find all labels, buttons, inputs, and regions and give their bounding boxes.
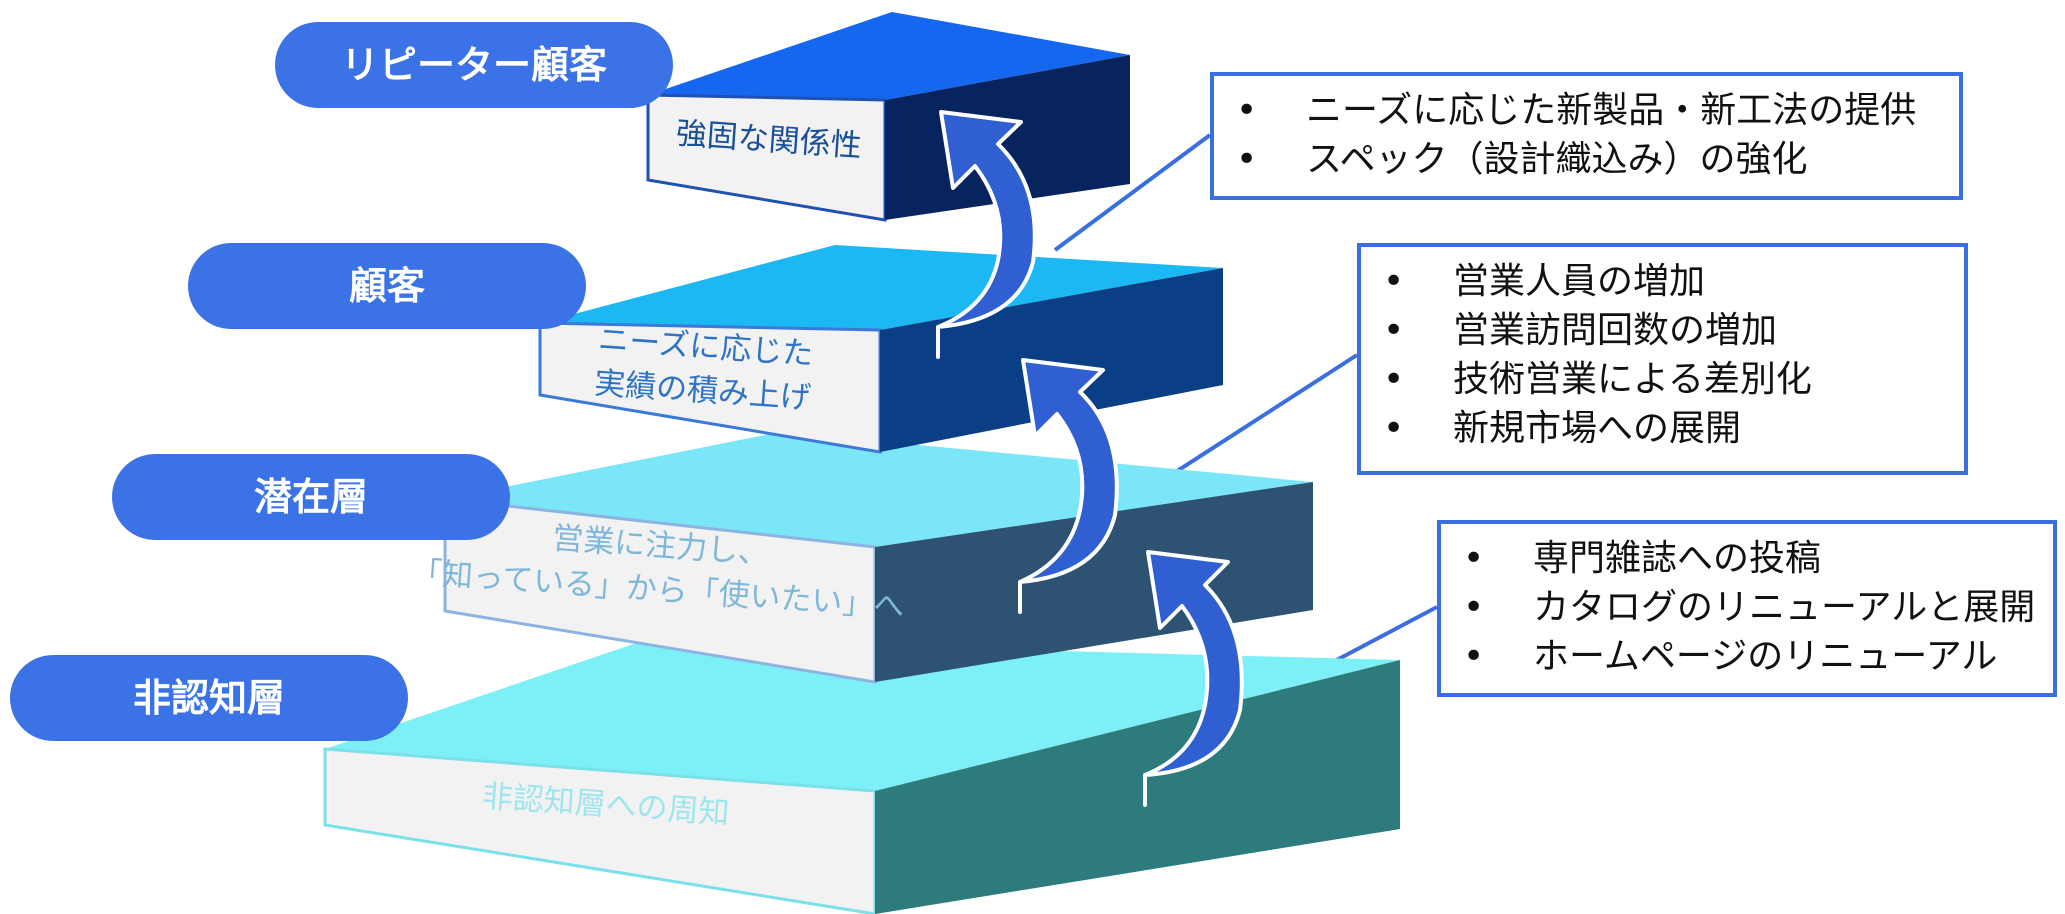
pill-repeater-label: リピーター顧客	[341, 43, 607, 87]
tier-unaware-front	[323, 747, 877, 914]
leader-top	[1053, 133, 1212, 252]
arrow-customer-to-repeater	[936, 110, 1037, 359]
tier-unaware-side	[875, 660, 1400, 914]
tier-latent: 営業に注力し、 「知っている」から「使いたい」へ	[410, 432, 1313, 684]
list-item: •ホームページのリニューアル	[1441, 632, 2053, 681]
bullet-icon: •	[1383, 310, 1405, 351]
list-item: •新規市場への展開	[1361, 404, 1964, 453]
list-item: •営業人員の増加	[1361, 257, 1964, 306]
pill-unaware: 非認知層	[10, 655, 408, 741]
callout-latent-list: •専門雑誌への投稿 •カタログのリニューアルと展開 •ホームページのリニューアル	[1441, 534, 2053, 681]
bullet-icon: •	[1236, 90, 1258, 131]
pill-latent-label: 潜在層	[254, 475, 368, 519]
progress-arrows	[936, 110, 1244, 807]
tier-latent-side	[875, 482, 1313, 682]
list-item: •スペック（設計織込み）の強化	[1214, 135, 1959, 184]
callout-customer-list: •営業人員の増加 •営業訪問回数の増加 •技術営業による差別化 •新規市場への展…	[1361, 257, 1964, 453]
arrow-unaware-to-latent	[1143, 550, 1244, 807]
callout-latent-measures: •専門雑誌への投稿 •カタログのリニューアルと展開 •ホームページのリニューアル	[1437, 520, 2057, 697]
bullet-icon: •	[1383, 359, 1405, 400]
pill-customer-label: 顧客	[349, 264, 425, 308]
label-pills: リピーター顧客 顧客 潜在層 非認知層	[10, 22, 673, 741]
list-item: •カタログのリニューアルと展開	[1441, 583, 2053, 632]
pill-repeater: リピーター顧客	[275, 22, 673, 108]
tier-repeater: 強固な関係性	[646, 12, 1130, 222]
list-item: •営業訪問回数の増加	[1361, 306, 1964, 355]
tier-unaware: 非認知層への周知	[323, 640, 1400, 914]
bullet-icon: •	[1463, 587, 1485, 628]
list-item: •技術営業による差別化	[1361, 355, 1964, 404]
tier-customer-side	[880, 268, 1223, 452]
pill-customer: 顧客	[188, 243, 586, 329]
callout-repeater-list: •ニーズに応じた新製品・新工法の提供 •スペック（設計織込み）の強化	[1214, 86, 1959, 184]
arrow-latent-to-customer	[1018, 358, 1119, 614]
bullet-icon: •	[1383, 261, 1405, 302]
list-item: •専門雑誌への投稿	[1441, 534, 2053, 583]
tier-customer: ニーズに応じた 実績の積み上げ	[538, 245, 1223, 454]
pill-unaware-label: 非認知層	[133, 676, 285, 720]
bullet-icon: •	[1236, 139, 1258, 180]
callout-repeater-measures: •ニーズに応じた新製品・新工法の提供 •スペック（設計織込み）の強化	[1210, 72, 1963, 200]
tier-unaware-top	[325, 640, 1400, 791]
callout-customer-measures: •営業人員の増加 •営業訪問回数の増加 •技術営業による差別化 •新規市場への展…	[1357, 243, 1968, 475]
bullet-icon: •	[1463, 636, 1485, 677]
list-item: •ニーズに応じた新製品・新工法の提供	[1214, 86, 1959, 135]
tier-customer-top	[540, 245, 1223, 330]
pill-latent: 潜在層	[112, 454, 510, 540]
tier-latent-top	[445, 432, 1313, 547]
bullet-icon: •	[1463, 538, 1485, 579]
bullet-icon: •	[1383, 408, 1405, 449]
tier-repeater-top	[648, 12, 1130, 100]
